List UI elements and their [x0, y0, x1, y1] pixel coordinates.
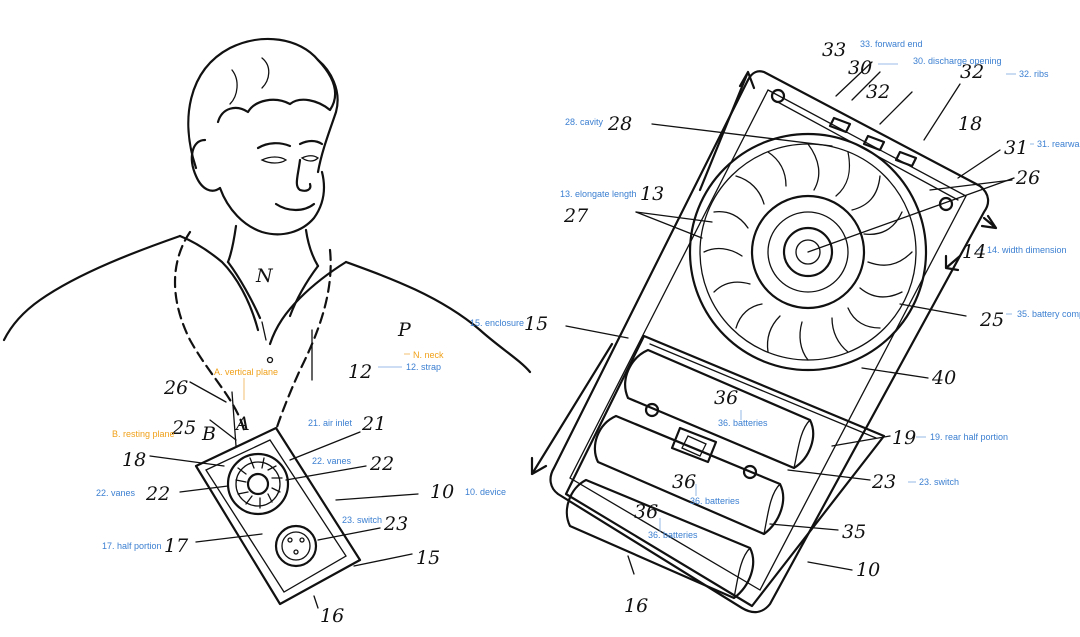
numeral-18-left: 18 [122, 449, 146, 471]
label-half-portion: 17. half portion [102, 541, 162, 551]
label-ribs: 32. ribs [1019, 69, 1049, 79]
numeral-17: 17 [164, 535, 189, 557]
numeral-32a: 32 [866, 81, 890, 103]
numeral-26-right: 26 [1015, 167, 1040, 189]
numeral-32b: 32 [960, 61, 984, 83]
numeral-23-right: 23 [871, 471, 896, 493]
numeral-21: 21 [361, 413, 386, 435]
label-width-dimension: 14. width dimension [987, 245, 1067, 255]
numeral-10-right: 10 [856, 559, 880, 581]
numeral-31: 31 [1004, 137, 1028, 159]
label-switch-left: 23. switch [342, 515, 382, 525]
label-elongate-length: 13. elongate length [560, 189, 637, 199]
label-rear-half-portion: 19. rear half portion [930, 432, 1008, 442]
reference-numerals: 33 30 32 32 18 31 28 26 13 27 14 15 25 4… [122, 39, 1040, 627]
label-batteries-3: 36. batteries [648, 530, 698, 540]
numeral-10-left: 10 [430, 481, 454, 503]
label-switch-right: 23. switch [919, 477, 959, 487]
numeral-25-right: 25 [979, 309, 1004, 331]
worn-device [194, 391, 362, 606]
label-batteries-1: 36. batteries [718, 418, 768, 428]
numeral-16-left: 16 [320, 605, 344, 627]
label-strap: 12. strap [406, 362, 441, 372]
person-figure [2, 37, 532, 432]
numeral-25-left: 25 [171, 417, 196, 439]
numeral-22b: 22 [145, 483, 170, 505]
device-internal-figure [530, 70, 998, 614]
label-battery-compartment: 35. battery comp [1017, 309, 1080, 319]
numeral-35: 35 [842, 521, 866, 543]
label-neck: N. neck [413, 350, 444, 360]
numeral-18-right: 18 [958, 113, 982, 135]
label-vanes-left: 22. vanes [96, 488, 136, 498]
label-enclosure: 15. enclosure [470, 318, 524, 328]
numeral-40: 40 [931, 367, 956, 389]
numeral-22a: 22 [369, 453, 394, 475]
label-vertical-plane: A. vertical plane [214, 367, 278, 377]
numeral-36b: 36 [672, 471, 696, 493]
label-vanes-right: 22. vanes [312, 456, 352, 466]
numeral-36c: 36 [634, 501, 658, 523]
numeral-12: 12 [348, 361, 372, 383]
numeral-P: P [397, 319, 412, 341]
numeral-23-left: 23 [383, 513, 408, 535]
label-cavity: 28. cavity [565, 117, 604, 127]
label-forward-end: 33. forward end [860, 39, 923, 49]
numeral-27: 27 [563, 205, 589, 227]
numeral-19: 19 [892, 427, 916, 449]
label-discharge-opening: 30. discharge opening [913, 56, 1002, 66]
label-batteries-2: 36. batteries [690, 496, 740, 506]
numeral-33: 33 [822, 39, 846, 61]
callout-labels: 33. forward end 30. discharge opening 32… [96, 39, 1080, 551]
numeral-28: 28 [607, 113, 632, 135]
label-rearward: 31. rearwar [1037, 139, 1080, 149]
numeral-36a: 36 [714, 387, 738, 409]
numeral-A: A [234, 413, 250, 435]
numeral-30: 30 [848, 57, 872, 79]
label-resting-plane: B. resting plane [112, 429, 175, 439]
numeral-26-left: 26 [163, 377, 188, 399]
label-device: 10. device [465, 487, 506, 497]
numeral-B: B [201, 423, 216, 445]
numeral-N: N [255, 265, 274, 287]
numeral-14: 14 [962, 241, 986, 263]
numeral-15-right: 15 [524, 313, 548, 335]
numeral-16-right: 16 [624, 595, 648, 617]
label-air-inlet: 21. air inlet [308, 418, 353, 428]
numeral-15-left: 15 [416, 547, 440, 569]
leader-lines [149, 61, 1034, 609]
numeral-13: 13 [640, 183, 664, 205]
